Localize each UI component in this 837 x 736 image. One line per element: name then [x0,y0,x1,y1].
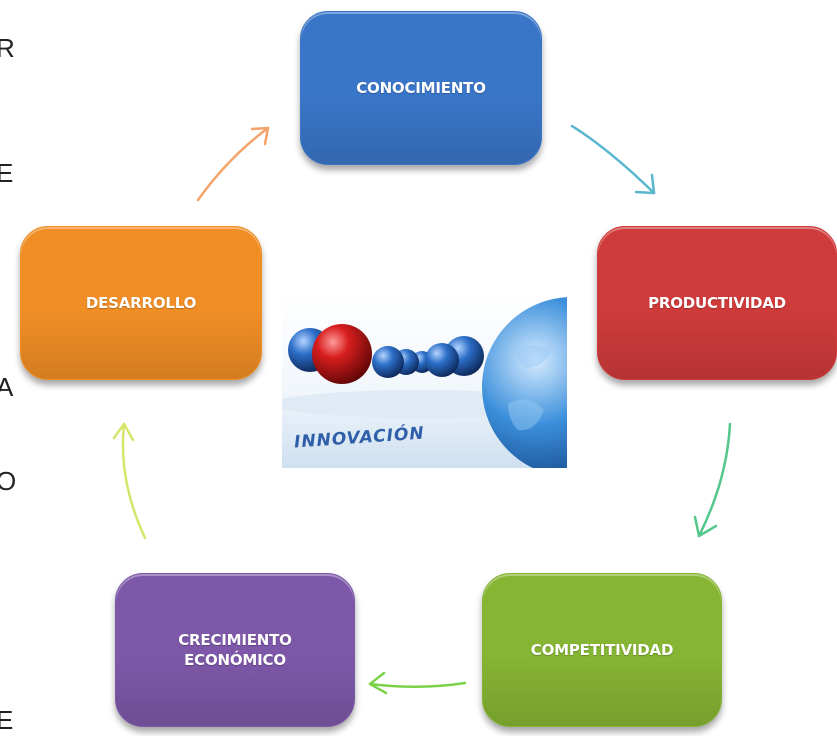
arrow-1-shaft [570,124,656,195]
node-productividad: PRODUCTIVIDAD [597,226,837,380]
edge-letter-2: E [0,158,14,188]
node-desarrollo-label: DESARROLLO [85,293,197,312]
innovation-spheres-illustration [282,292,567,468]
blue-sphere-icon [425,343,459,377]
arrow-2-shaft [697,422,732,538]
arrow-competitividad-to-crecimiento [368,671,467,695]
arrow-4-head [112,422,135,442]
arrow-5-head [250,126,270,146]
innovation-image: INNOVACIÓN [282,292,567,468]
node-competitividad: COMPETITIVIDAD [482,573,722,727]
arrow-conocimiento-to-productividad [570,124,656,195]
node-conocimiento: CONOCIMIENTO [300,11,542,165]
edge-letter-3: A [0,372,14,402]
edge-letter-1: R [0,33,15,63]
node-conocimiento-label: CONOCIMIENTO [356,78,486,97]
arrow-1-head [634,173,656,195]
arrow-5-shaft [196,126,270,202]
blue-sphere-icon [372,346,404,378]
node-productividad-label: PRODUCTIVIDAD [648,293,786,312]
arrow-crecimiento-to-desarrollo [112,422,147,540]
arrow-2-head [693,515,718,538]
node-desarrollo: DESARROLLO [20,226,262,380]
arrow-3-shaft [368,681,467,688]
arrow-3-head [368,671,388,695]
arrow-productividad-to-competitividad [693,422,732,538]
node-competitividad-label: COMPETITIVIDAD [530,640,674,659]
globe-icon [482,297,567,468]
red-sphere-icon [312,324,372,384]
node-crecimiento-label: CRECIMIENTO ECONÓMICO [178,630,292,669]
arrow-4-shaft [121,422,147,540]
edge-letter-4: O [0,466,17,496]
node-crecimiento-economico: CRECIMIENTO ECONÓMICO [115,573,355,727]
arrow-desarrollo-to-conocimiento [196,126,270,202]
